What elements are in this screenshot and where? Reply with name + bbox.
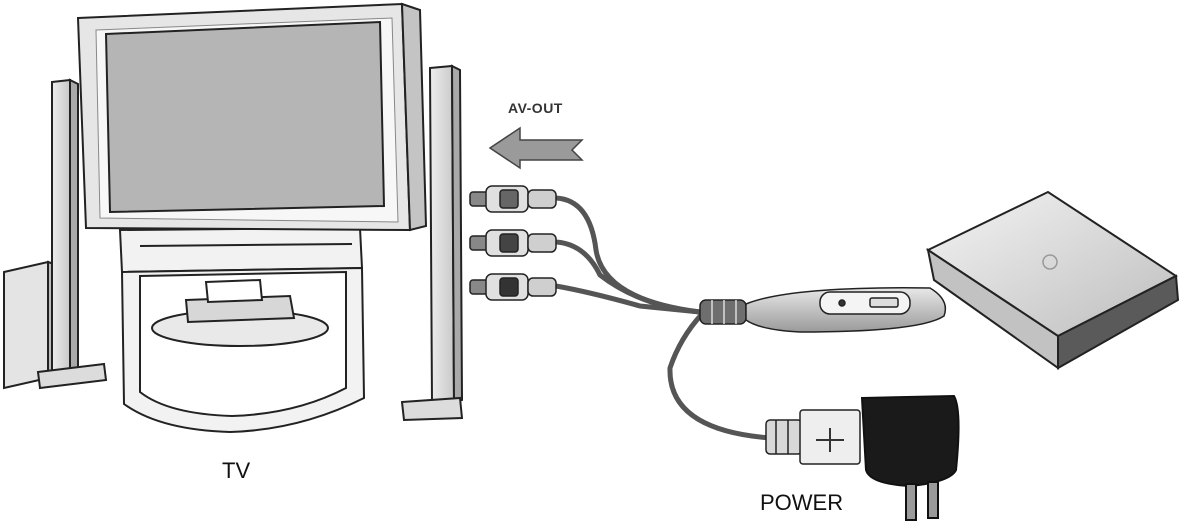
- rca-plug-3: [469, 273, 557, 301]
- usb-plug: [765, 409, 861, 465]
- power-label: POWER: [760, 490, 844, 515]
- power-adapter: [860, 394, 960, 521]
- av-adapter-stick: [699, 287, 947, 333]
- tv: [76, 2, 428, 232]
- left-speaker: [36, 78, 108, 390]
- av-cables: [553, 195, 773, 441]
- tv-stand: [118, 226, 366, 434]
- rca-plug-2: [469, 229, 557, 257]
- av-out-label: AV-OUT: [508, 100, 563, 116]
- av-out-arrow: [488, 126, 584, 170]
- tv-label: TV: [222, 458, 251, 483]
- right-speaker: [400, 64, 464, 422]
- external-hard-drive: [925, 190, 1180, 370]
- rca-plug-1: [469, 185, 557, 213]
